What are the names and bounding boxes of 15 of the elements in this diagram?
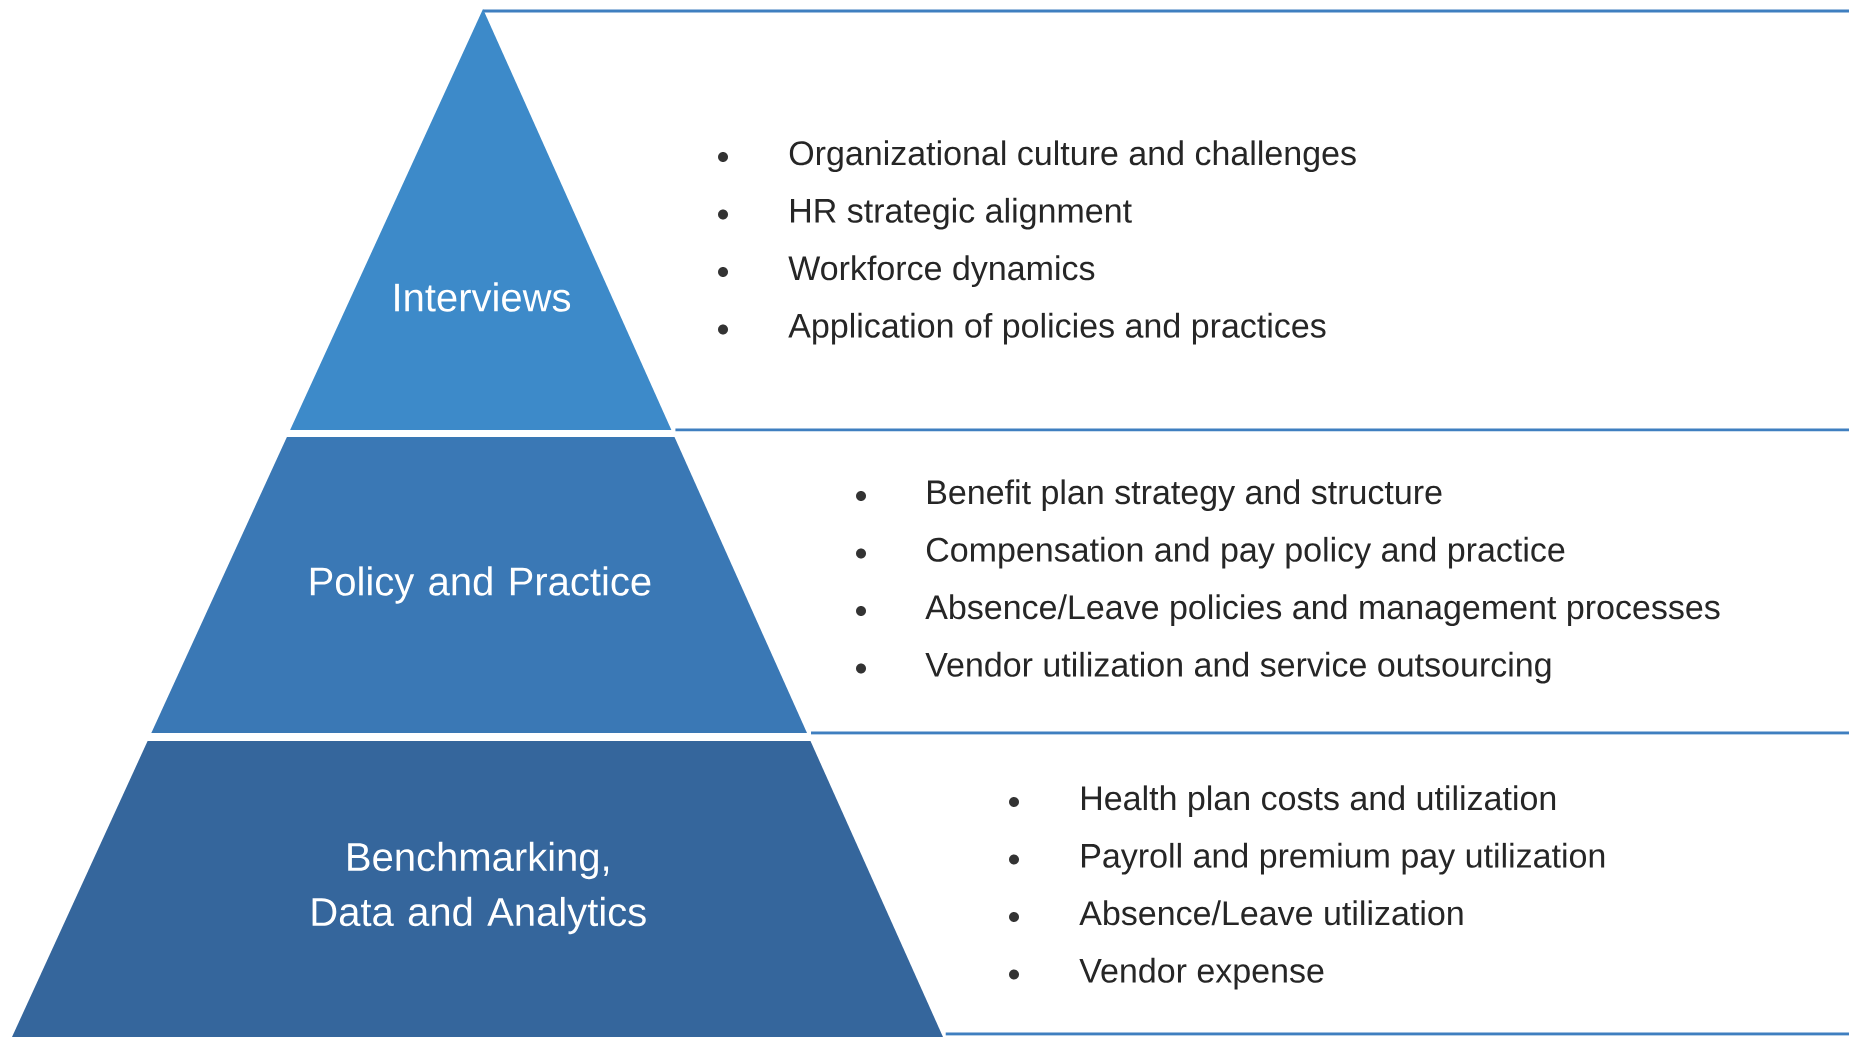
pyramid-tier: Interviews (290, 9, 672, 430)
bullet-item: Health plan costs and utilization (1009, 785, 1556, 818)
bullet-item: Absence/Leave utilization (1009, 900, 1463, 926)
bullet-item: Application of policies and practices (718, 312, 1326, 345)
pyramid-tier: Benchmarking, Data and Analytics (12, 741, 943, 1037)
bullet-item: Absence/Leave policies and management processes (856, 594, 1720, 627)
bullet-item: Benefit plan strategy and structure (856, 479, 1442, 512)
bullet-item: Organizational culture and challenges (718, 140, 1356, 173)
bullet-item: Payroll and premium pay utilization (1009, 842, 1605, 875)
bullet-item: Vendor expense (1009, 957, 1324, 990)
bullet-item: Compensation and pay policy and practice (856, 536, 1565, 569)
bullet-item: Vendor utilization and service outsourcing (856, 651, 1551, 684)
bullet-item: HR strategic alignment (718, 197, 1132, 230)
bullet-item: Workforce dynamics (718, 255, 1095, 288)
pyramid-tier: Policy and Practice (151, 437, 807, 733)
